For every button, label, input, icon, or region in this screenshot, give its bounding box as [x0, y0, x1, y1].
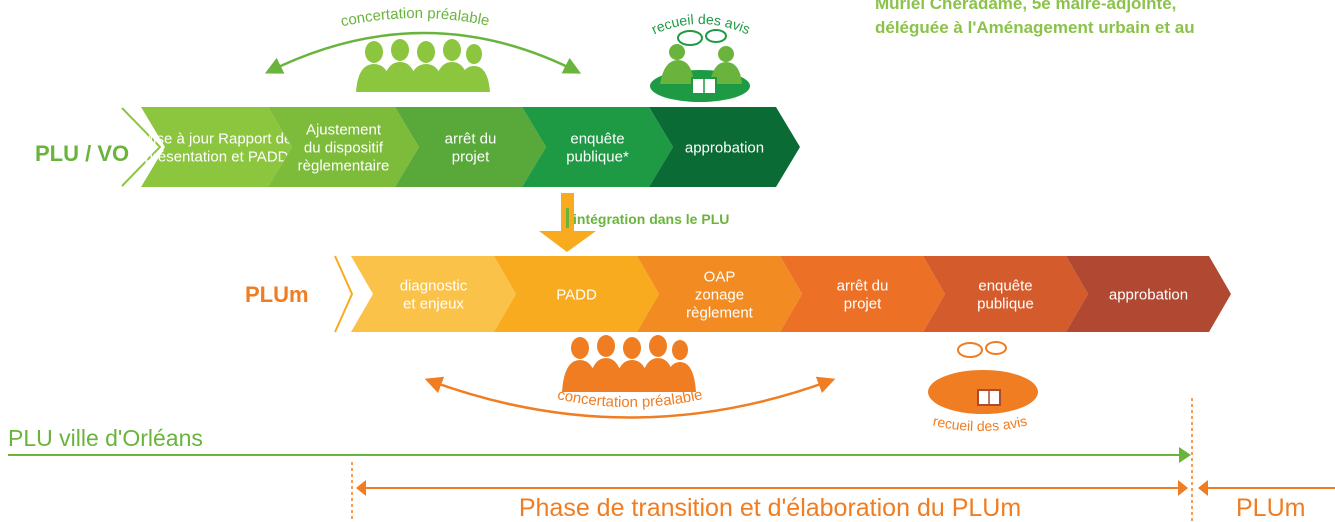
concertation-bottom-arrow [424, 376, 836, 419]
process-step-chevron [141, 107, 292, 187]
phase-arrowhead-left [356, 480, 366, 496]
process-step-chevron [494, 256, 659, 332]
discussion-group-icon [650, 29, 750, 102]
process-step-label: arrêt du [445, 130, 497, 147]
process-step-chevron [351, 256, 516, 332]
discussion-group-icon [928, 341, 1038, 414]
process-step-label: arrêt du [837, 277, 889, 294]
concertation-top-label: concertation préalable [339, 5, 491, 30]
plu-vo-chevron [121, 107, 162, 187]
recueil-top-label: recueil des avis [649, 11, 753, 37]
concertation-top-arrow [264, 31, 582, 74]
process-step-chevron [522, 107, 673, 187]
plu-ville-label: PLU ville d'Orléans [8, 425, 203, 451]
process-step-label: du dispositif [304, 139, 384, 156]
process-step-label: règlement [686, 304, 754, 321]
plum-label: PLUm [245, 282, 309, 307]
recueil-bottom-label: recueil des avis [931, 413, 1028, 434]
phase-arrowhead-right [1178, 480, 1188, 496]
header-line-1: Muriel Chéradame, 5e maire-adjointe, [875, 0, 1177, 13]
integration-arrow-head [539, 231, 596, 252]
process-step-label: enquête [978, 277, 1032, 294]
process-step-chevron [268, 107, 419, 187]
process-step-label: Mise à jour Rapport de [141, 130, 293, 147]
process-step-label: et enjeux [403, 295, 464, 312]
people-group-icon [562, 335, 696, 392]
process-step-label: règlementaire [298, 157, 390, 174]
plu-vo-label: PLU / VO [35, 141, 129, 166]
process-step-label: PADD [556, 286, 597, 303]
header-line-2: déléguée à l'Aménagement urbain et au [875, 18, 1195, 37]
process-step-label: approbation [1109, 286, 1188, 303]
process-step-label: présentation et PADD [145, 148, 289, 165]
process-step-label: projet [452, 148, 490, 165]
process-step-label: publique [977, 295, 1034, 312]
process-step-label: enquête [570, 130, 624, 147]
process-step-chevron [923, 256, 1088, 332]
process-step-label: publique* [566, 148, 629, 165]
process-step-chevron [395, 107, 546, 187]
process-step-label: Ajustement [306, 121, 382, 138]
process-step-label: diagnostic [400, 277, 468, 294]
process-step-label: zonage [695, 286, 744, 303]
process-step-chevron [1066, 256, 1231, 332]
process-step-label: OAP [704, 268, 736, 285]
process-step-label: projet [844, 295, 882, 312]
people-group-icon [356, 39, 490, 92]
integration-label: intégration dans le PLU [573, 211, 729, 227]
process-step-chevron [649, 107, 800, 187]
plum-end-label: PLUm [1236, 494, 1305, 522]
phase-label: Phase de transition et d'élaboration du … [519, 494, 1021, 522]
process-step-chevron [637, 256, 802, 332]
plum-arrowhead [1198, 480, 1208, 496]
plum-chevron [334, 255, 354, 333]
process-step-label: approbation [685, 139, 764, 156]
plu-ville-arrowhead [1179, 447, 1191, 463]
integration-marker [566, 208, 569, 228]
process-step-chevron [780, 256, 945, 332]
